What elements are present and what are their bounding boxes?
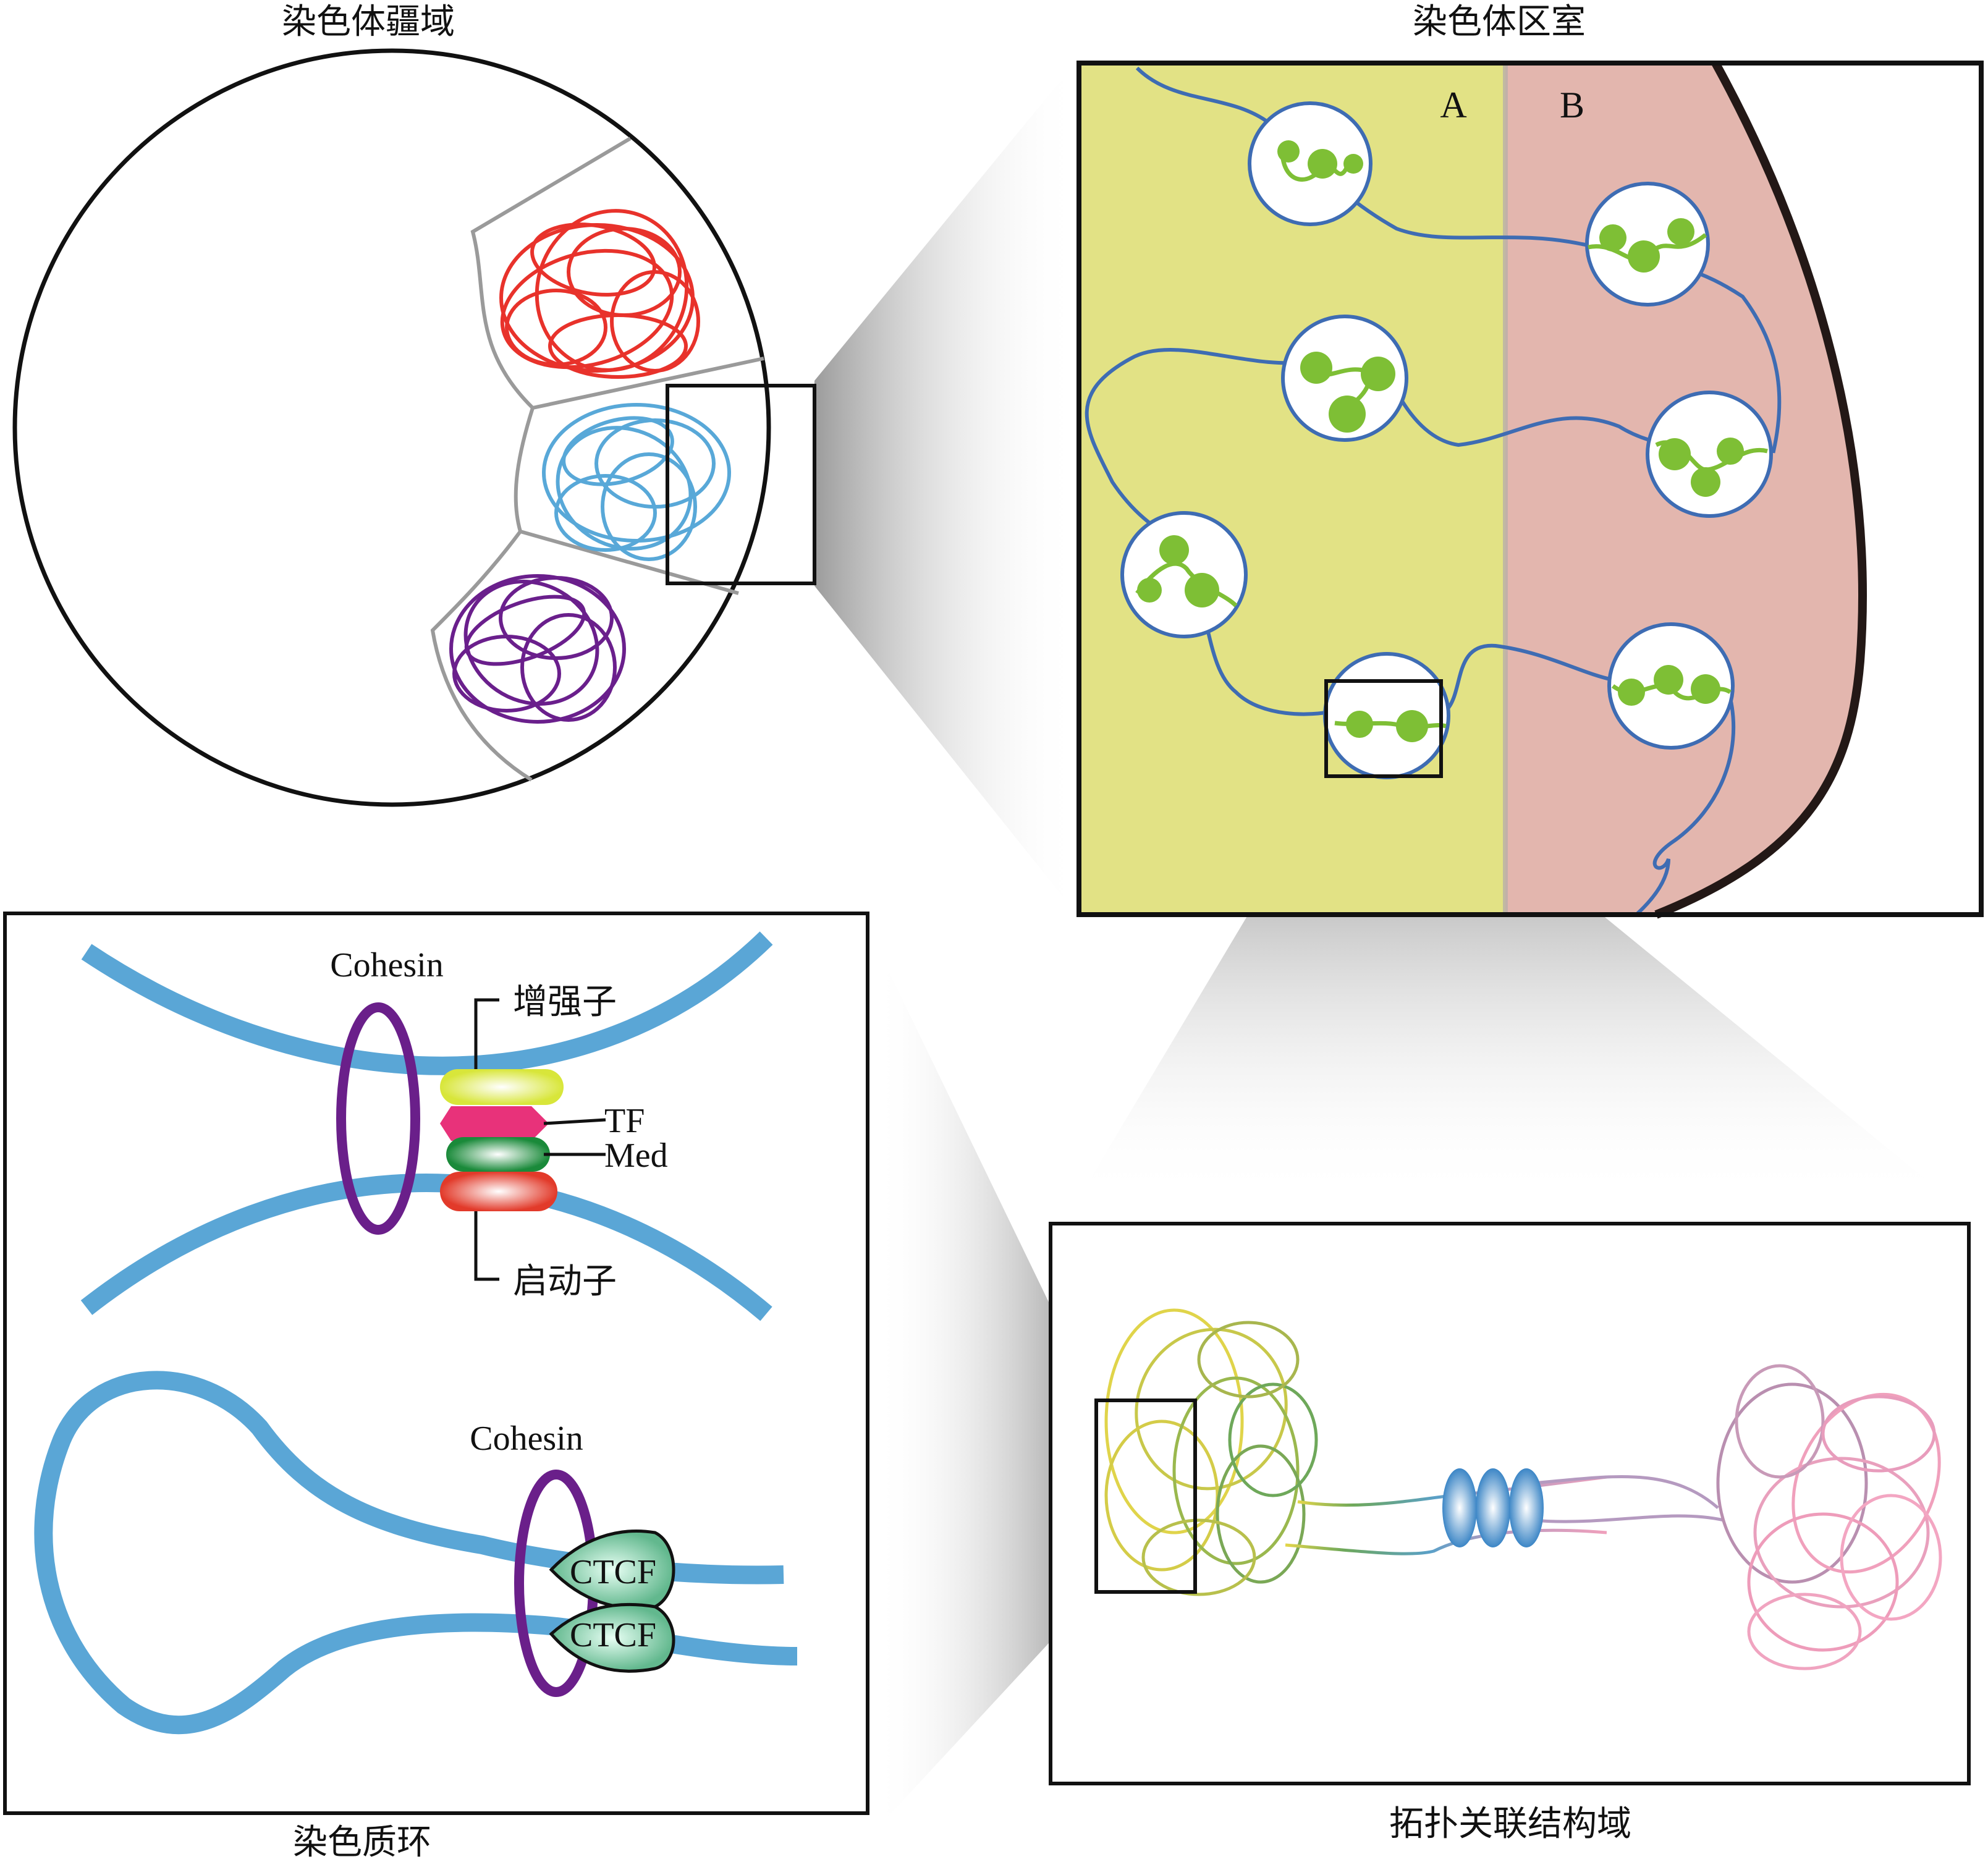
loop-panel: Cohesin 增强子 TF Med 启动子 Cohesin CTCF CTCF… bbox=[3, 912, 869, 1862]
compartment-title: 染色体区室 bbox=[1413, 2, 1586, 42]
nucleus-outline bbox=[12, 48, 771, 807]
enhancer-label: 增强子 bbox=[513, 982, 617, 1022]
loop-title: 染色质环 bbox=[293, 1822, 431, 1862]
compartment-zoom-box bbox=[1324, 679, 1443, 778]
tad-title: 拓扑关联结构域 bbox=[1389, 1804, 1631, 1844]
compartment-panel: 染色体区室 A B bbox=[1076, 2, 1984, 919]
territory-purple-chromosome bbox=[449, 574, 626, 724]
cohesin-label-upper: Cohesin bbox=[330, 946, 444, 984]
compartment-divider bbox=[1503, 63, 1508, 915]
compartment-b-label: B bbox=[1560, 85, 1584, 125]
tad-boundary-bead bbox=[1509, 1468, 1544, 1547]
tad-linker-lower bbox=[1285, 1528, 1607, 1555]
ctcf-label-upper: CTCF bbox=[570, 1553, 656, 1591]
domain-circle bbox=[1646, 391, 1773, 518]
promoter-label: 启动子 bbox=[513, 1261, 617, 1301]
loop-strand-upper bbox=[81, 931, 773, 1075]
nuclear-envelope-arc bbox=[1654, 61, 1867, 919]
territory-red-chromosome bbox=[499, 209, 700, 379]
zoom-cone-territory-to-compartment bbox=[814, 61, 1077, 915]
ctcf-label-lower: CTCF bbox=[570, 1616, 656, 1654]
domain-circle bbox=[1281, 315, 1408, 442]
ctcf-block-lower bbox=[549, 1602, 675, 1673]
territory-panel: 染色体疆域 bbox=[12, 2, 816, 807]
tf-leader bbox=[543, 1118, 606, 1125]
compartment-a-label: A bbox=[1440, 85, 1466, 125]
compartment-panel-frame bbox=[1076, 61, 1984, 917]
territory-title: 染色体疆域 bbox=[282, 2, 455, 42]
promoter-leader bbox=[474, 1211, 499, 1281]
ctcf-block-upper bbox=[549, 1530, 675, 1610]
loop-strand-lower bbox=[80, 1174, 772, 1321]
med-label: Med bbox=[604, 1136, 668, 1175]
territory-blue-chromosome bbox=[542, 403, 731, 561]
tf-block bbox=[440, 1106, 549, 1141]
promoter-block bbox=[440, 1172, 557, 1211]
tad-linker-right bbox=[1532, 1475, 1725, 1523]
enhancer-leader bbox=[474, 998, 499, 1069]
cohesin-ring-upper bbox=[336, 1002, 420, 1235]
tad-left-domain bbox=[1104, 1308, 1318, 1596]
ctcf-loop-strand bbox=[34, 1371, 798, 1735]
domain-circle bbox=[1585, 182, 1710, 307]
med-block bbox=[446, 1137, 550, 1172]
tad-boundary-bead bbox=[1442, 1468, 1477, 1547]
tad-panel: 拓扑关联结构域 bbox=[1049, 1222, 1971, 1844]
zoom-cone-tad-to-loop bbox=[876, 946, 1095, 1829]
territory-zoom-box bbox=[666, 384, 816, 585]
domain-circle bbox=[1323, 652, 1450, 779]
tad-boundary-bead bbox=[1476, 1468, 1510, 1547]
enhancer-block bbox=[440, 1069, 564, 1105]
territory-boundaries bbox=[430, 137, 764, 782]
domain-circle bbox=[1120, 511, 1248, 638]
tad-zoom-box bbox=[1094, 1399, 1197, 1594]
tf-label: TF bbox=[604, 1102, 645, 1140]
domain-circle bbox=[1607, 622, 1735, 750]
loop-panel-frame bbox=[3, 912, 869, 1815]
cohesin-label-lower: Cohesin bbox=[470, 1420, 583, 1458]
tad-right-domain bbox=[1716, 1364, 1942, 1670]
domain-circle bbox=[1248, 101, 1373, 226]
